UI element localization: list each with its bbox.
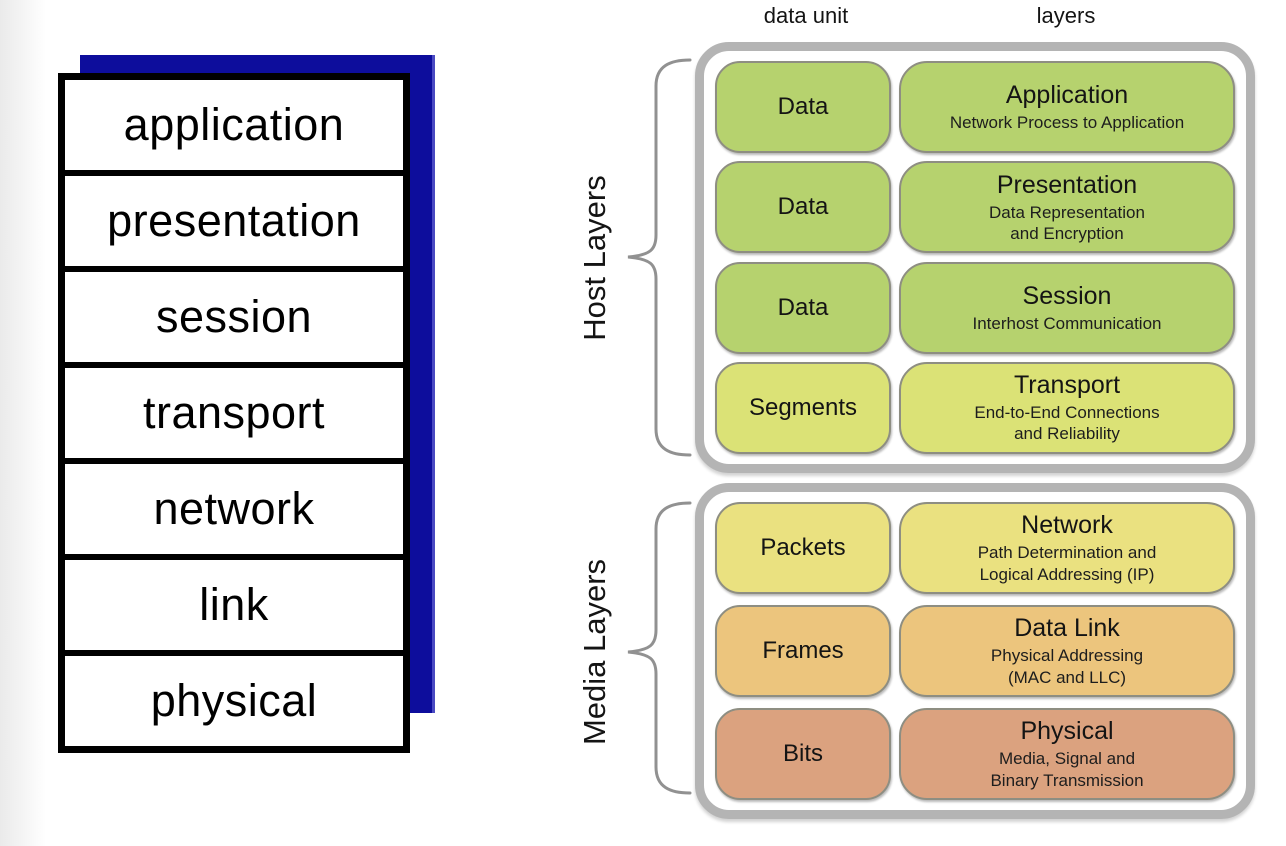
layer-title: Session: [1022, 281, 1112, 310]
media-layers-label: Media Layers: [577, 558, 612, 746]
host-layers-brace-icon: [627, 58, 692, 457]
layer-title: Network: [1021, 511, 1113, 540]
layer-title: Presentation: [996, 170, 1138, 199]
data-unit-column-header: data unit: [763, 3, 849, 28]
layer-description: Data Representation and Encryption: [989, 202, 1145, 243]
layer-box-session: Session Interhost Communication: [899, 261, 1235, 354]
data-unit-box: Frames: [715, 605, 891, 697]
data-unit-box: Bits: [715, 708, 891, 800]
layer-box-application: Application Network Process to Applicati…: [899, 61, 1235, 153]
stack-layer-network: network: [65, 464, 403, 560]
layer-description: Physical Addressing (MAC and LLC): [990, 646, 1144, 687]
stack-layer-physical: physical: [150, 675, 318, 726]
layer-box-datalink: Data Link Physical Addressing (MAC and L…: [899, 605, 1235, 697]
stack-layer-presentation: presentation: [65, 176, 403, 272]
layer-description: End-to-End Connections and Reliability: [974, 403, 1160, 444]
osi-row-network: Packets Network Path Determination and L…: [715, 502, 1235, 594]
layer-description: Path Determination and Logical Addressin…: [977, 543, 1157, 584]
layer-title: Application: [1005, 80, 1129, 109]
data-unit-box: Data: [715, 161, 891, 254]
osi-row-datalink: Frames Data Link Physical Addressing (MA…: [715, 605, 1235, 697]
stack-layer-link: link: [65, 560, 403, 656]
layer-box-transport: Transport End-to-End Connections and Rel…: [899, 361, 1235, 454]
media-layers-brace-icon: [627, 501, 692, 795]
layer-box-presentation: Presentation Data Representation and Enc…: [899, 161, 1235, 254]
osi-row-application: Data Application Network Process to Appl…: [715, 61, 1235, 153]
host-layers-label: Host Layers: [577, 175, 612, 341]
data-unit-box: Segments: [715, 361, 891, 454]
osi-row-session: Data Session Interhost Communication: [715, 261, 1235, 354]
data-unit-box: Data: [715, 61, 891, 153]
page-edge-shading: [0, 0, 46, 846]
osi-row-presentation: Data Presentation Data Representation an…: [715, 161, 1235, 254]
layer-title: Data Link: [1014, 614, 1120, 643]
layer-description: Network Process to Application: [949, 112, 1185, 132]
layer-title: Transport: [1013, 371, 1121, 400]
data-unit-box: Data: [715, 261, 891, 354]
layer-box-physical: Physical Media, Signal and Binary Transm…: [899, 708, 1235, 800]
layer-box-network: Network Path Determination and Logical A…: [899, 502, 1235, 594]
osi-row-transport: Segments Transport End-to-End Connection…: [715, 361, 1235, 454]
data-unit-box: Packets: [715, 502, 891, 594]
stack-layer-transport: transport: [65, 368, 403, 464]
stack-layer-session: session: [65, 272, 403, 368]
media-layers-group: Packets Network Path Determination and L…: [695, 483, 1255, 819]
stack-layer-application: application: [65, 80, 403, 176]
host-layers-group: Data Application Network Process to Appl…: [695, 42, 1255, 473]
layers-column-header: layers: [1036, 3, 1096, 28]
osi-row-physical: Bits Physical Media, Signal and Binary T…: [715, 708, 1235, 800]
layer-description: Media, Signal and Binary Transmission: [990, 749, 1144, 790]
layer-description: Interhost Communication: [972, 313, 1162, 333]
layer-title: Physical: [1020, 717, 1114, 746]
protocol-stack: application presentation session transpo…: [58, 73, 410, 753]
